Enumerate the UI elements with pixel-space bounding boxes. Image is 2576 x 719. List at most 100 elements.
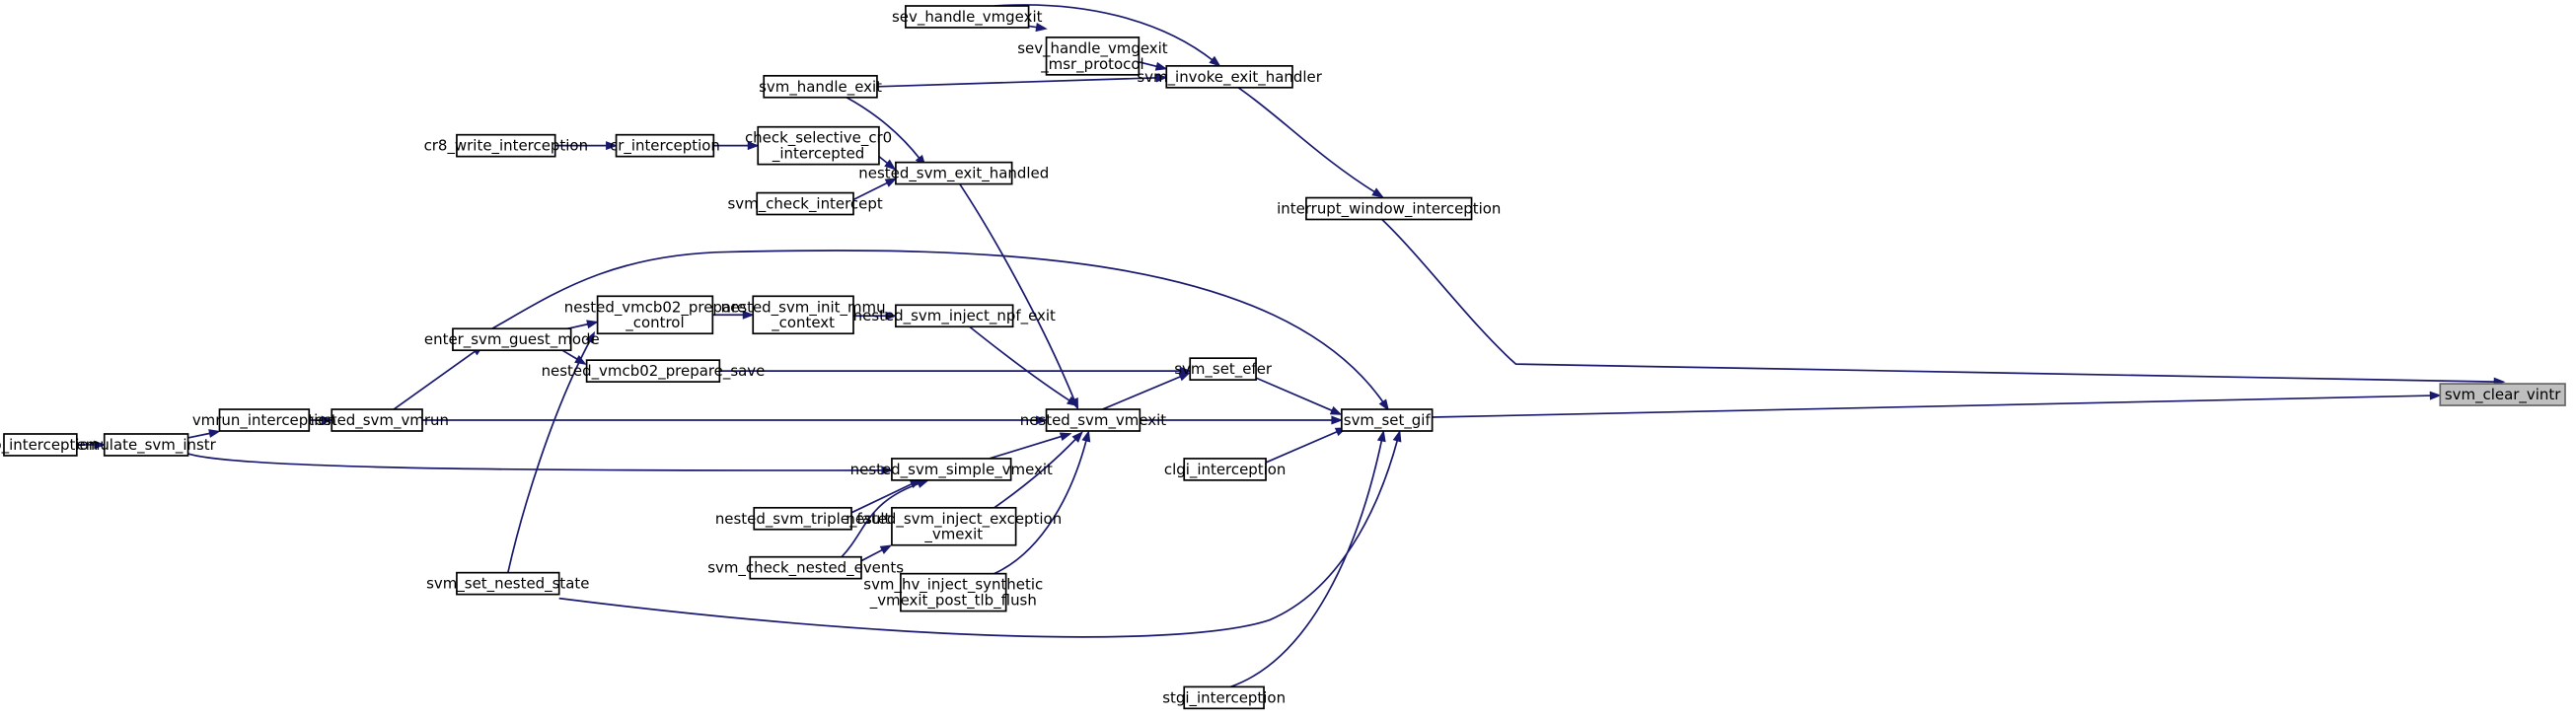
edge-svm-set-nested-state-to-svm-set-gif — [558, 429, 1402, 638]
node-emulate-svm-instr[interactable]: emulate_svm_instr — [77, 433, 217, 457]
edge-nested-vmcb02-prepare-control-to-nested-svm-init-mmu-context — [712, 310, 755, 320]
node-gp-interception[interactable]: gp_interception — [0, 433, 98, 457]
node-nested-svm-vmexit[interactable]: nested_svm_vmexit — [1020, 408, 1167, 432]
node-box[interactable] — [895, 161, 1013, 185]
node-box[interactable] — [900, 572, 1007, 612]
edge-emulate-svm-instr-to-nested-svm-simple-vmexit — [187, 453, 894, 475]
node-box[interactable] — [1045, 408, 1141, 432]
edge-interrupt-window-interception-to-svm-clear-vintr — [1381, 218, 2506, 387]
node-box[interactable] — [1045, 36, 1141, 76]
node-vmrun-interception[interactable]: vmrun_interception — [192, 408, 336, 432]
edge-gp-interception-to-emulate-svm-instr — [76, 440, 107, 450]
node-label: nested_svm_inject_npf_exit — [853, 307, 1056, 325]
node-box[interactable] — [895, 304, 1014, 328]
node-box[interactable] — [1305, 196, 1473, 221]
node-box[interactable] — [891, 458, 1012, 481]
node-cr8-write-interception[interactable]: cr8_write_interception — [424, 133, 589, 158]
node-nested-svm-triple-fault[interactable]: nested_svm_triple_fault — [715, 506, 891, 531]
node-svm-hv-inject-synthetic-vmexit-post-tlb-flush[interactable]: svm_hv_inject_synthetic_vmexit_post_tlb_… — [863, 572, 1043, 612]
node-sev-handle-vmgexit-msr-protocol[interactable]: sev_handle_vmgexit_msr_protocol — [1017, 36, 1168, 76]
node-label: svm_set_efer — [1174, 360, 1273, 379]
node-label: nested_svm_vmexit — [1020, 411, 1167, 430]
node-nested-svm-init-mmu-context[interactable]: nested_svm_init_mmu_context — [721, 295, 886, 335]
node-box[interactable] — [2439, 383, 2566, 406]
node-nested-svm-inject-exception-vmexit[interactable]: nested_svm_inject_exception_vmexit — [846, 506, 1062, 546]
edge-nested-vmcb02-prepare-save-to-svm-set-efer — [719, 366, 1192, 376]
node-enter-svm-guest-mode[interactable]: enter_svm_guest_mode — [424, 327, 600, 352]
node-svm-set-nested-state[interactable]: svm_set_nested_state — [426, 571, 590, 596]
node-label: _msr_protocol — [1040, 55, 1143, 74]
node-svm-set-gif[interactable]: svm_set_gif — [1341, 408, 1434, 432]
node-svm-check-nested-events[interactable]: svm_check_nested_events — [707, 555, 904, 580]
node-box[interactable] — [1189, 357, 1257, 381]
node-box[interactable] — [456, 133, 556, 158]
node-sev-handle-vmgexit[interactable]: sev_handle_vmgexit — [892, 5, 1043, 29]
node-label: nested_vmcb02_prepare_save — [542, 362, 766, 381]
node-label: nested_svm_triple_fault — [715, 510, 891, 529]
node-svm-invoke-exit-handler[interactable]: svm_invoke_exit_handler — [1137, 64, 1323, 89]
node-box[interactable] — [585, 359, 721, 383]
node-box[interactable] — [891, 506, 1017, 546]
node-nested-svm-simple-vmexit[interactable]: nested_svm_simple_vmexit — [850, 458, 1053, 481]
node-interrupt-window-interception[interactable]: interrupt_window_interception — [1277, 196, 1501, 221]
node-cr-interception[interactable]: cr_interception — [610, 133, 720, 158]
edge-svm-set-efer-to-svm-set-gif — [1255, 377, 1343, 415]
node-box[interactable] — [753, 506, 852, 531]
node-label: nested_svm_vmrun — [305, 411, 449, 430]
node-box[interactable] — [756, 191, 854, 216]
node-nested-svm-inject-npf-exit[interactable]: nested_svm_inject_npf_exit — [853, 304, 1056, 328]
edge-svm-hv-inject-synthetic-vmexit-post-tlb-flush-to-nested-svm-vmexit — [994, 429, 1091, 575]
edge-nested-svm-vmrun-to-nested-svm-vmexit — [422, 415, 1048, 425]
node-box[interactable] — [218, 408, 311, 432]
edge-sev-handle-vmgexit-to-svm-invoke-exit-handler — [994, 4, 1221, 67]
node-box[interactable] — [763, 74, 878, 99]
node-box[interactable] — [103, 433, 189, 457]
node-box[interactable] — [1165, 64, 1293, 89]
node-box[interactable] — [452, 327, 572, 352]
node-box[interactable] — [1183, 685, 1265, 710]
node-label: interrupt_window_interception — [1277, 200, 1501, 219]
node-label: stgi_interception — [1162, 688, 1286, 707]
node-nested-vmcb02-prepare-control[interactable]: nested_vmcb02_prepare_control — [564, 295, 746, 335]
node-box[interactable] — [456, 571, 560, 596]
node-nested-svm-exit-handled[interactable]: nested_svm_exit_handled — [858, 161, 1049, 185]
edge-nested-svm-simple-vmexit-to-nested-svm-vmexit — [989, 432, 1072, 460]
node-check-selective-cr0-intercepted[interactable]: check_selective_cr0_intercepted — [745, 125, 892, 166]
edge-sev-handle-vmgexit-msr-protocol-to-svm-invoke-exit-handler — [1139, 61, 1168, 71]
node-clgi-interception[interactable]: clgi_interception — [1164, 458, 1287, 481]
edge-svm-handle-exit-to-svm-invoke-exit-handler — [876, 73, 1168, 88]
node-box[interactable] — [331, 408, 423, 432]
node-box[interactable] — [1183, 458, 1267, 481]
edge-svm-invoke-exit-handler-to-interrupt-window-interception — [1237, 87, 1384, 198]
node-nested-vmcb02-prepare-save[interactable]: nested_vmcb02_prepare_save — [542, 359, 766, 383]
node-box[interactable] — [749, 555, 862, 580]
edge-nested-svm-vmexit-to-svm-set-gif — [1140, 415, 1344, 425]
node-label: _vmexit_post_tlb_flush — [869, 592, 1037, 611]
node-box[interactable] — [752, 295, 854, 335]
node-label: sev_handle_vmgexit — [1017, 39, 1168, 58]
node-box[interactable] — [1341, 408, 1434, 432]
node-label: _context — [771, 314, 835, 332]
node-box[interactable] — [905, 5, 1030, 29]
edge-cr-interception-to-check-selective-cr0-intercepted — [713, 141, 760, 151]
node-label: _control — [625, 314, 684, 332]
edge-nested-svm-exit-handled-to-nested-svm-vmexit — [959, 183, 1079, 410]
node-label: gp_interception — [0, 436, 98, 455]
node-stgi-interception[interactable]: stgi_interception — [1162, 685, 1286, 710]
node-label: cr8_write_interception — [424, 137, 589, 156]
edge-nested-svm-inject-npf-exit-to-nested-svm-vmexit — [969, 325, 1079, 407]
node-svm-clear-vintr[interactable]: svm_clear_vintr — [2439, 383, 2566, 406]
node-nested-svm-vmrun[interactable]: nested_svm_vmrun — [305, 408, 449, 432]
edge-nested-svm-inject-exception-vmexit-to-nested-svm-vmexit — [994, 431, 1083, 509]
node-box[interactable] — [596, 295, 714, 335]
node-box[interactable] — [757, 125, 880, 166]
node-box[interactable] — [3, 433, 78, 457]
node-svm-set-efer[interactable]: svm_set_efer — [1174, 357, 1273, 381]
node-label: nested_svm_exit_handled — [858, 165, 1049, 183]
edge-vmrun-interception-to-nested-svm-vmrun — [309, 415, 333, 425]
node-box[interactable] — [615, 133, 715, 158]
node-label: _intercepted — [772, 145, 864, 164]
node-svm-check-intercept[interactable]: svm_check_intercept — [727, 191, 883, 216]
node-svm-handle-exit[interactable]: svm_handle_exit — [759, 74, 882, 99]
